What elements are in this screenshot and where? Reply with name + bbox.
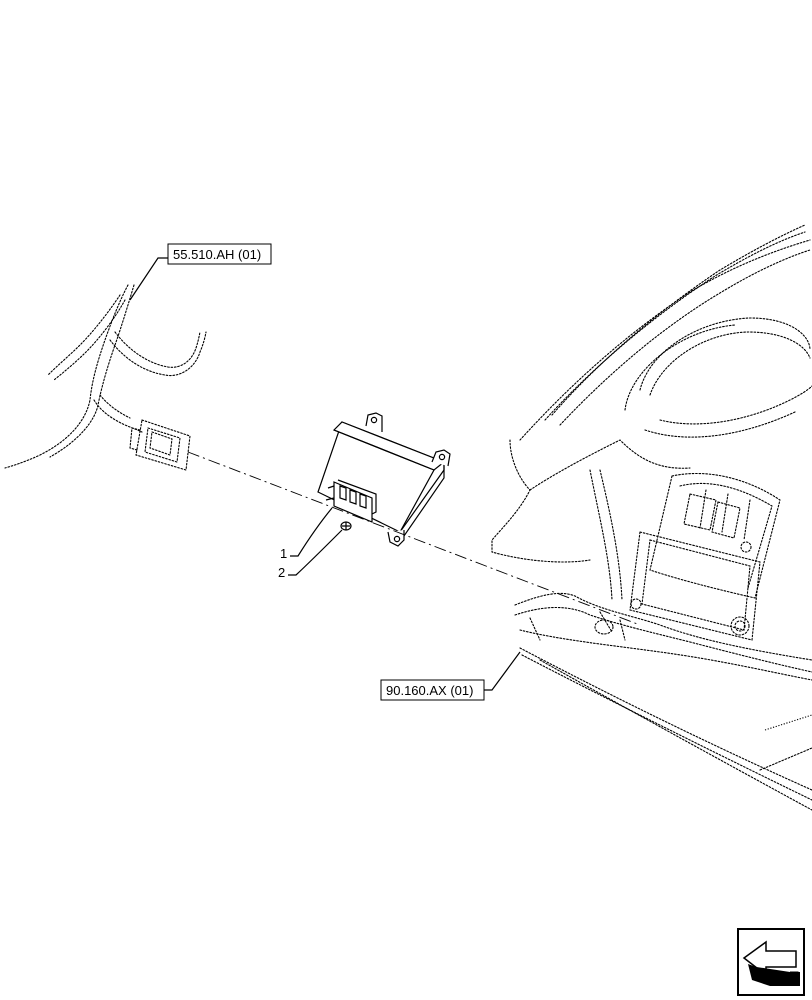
harness-reference-tag[interactable]: 55.510.AH (01) <box>129 243 272 301</box>
harness-reference-text: 55.510.AH (01) <box>173 247 261 262</box>
callout-item-2: 2 <box>278 529 343 580</box>
previous-page-arrow-icon[interactable] <box>737 928 805 996</box>
cab-reference-tag[interactable]: 90.160.AX (01) <box>380 651 521 701</box>
callout-2-label: 2 <box>278 565 285 580</box>
callout-1-label: 1 <box>280 546 287 561</box>
mounting-screw <box>340 521 352 531</box>
harness-connector <box>129 419 191 471</box>
wiring-harness <box>4 284 207 469</box>
cab-reference-text: 90.160.AX (01) <box>386 683 473 698</box>
assembly-centre-line <box>187 451 641 626</box>
control-module <box>317 412 451 547</box>
cab-structure <box>491 224 812 811</box>
callout-item-1: 1 <box>280 507 333 561</box>
